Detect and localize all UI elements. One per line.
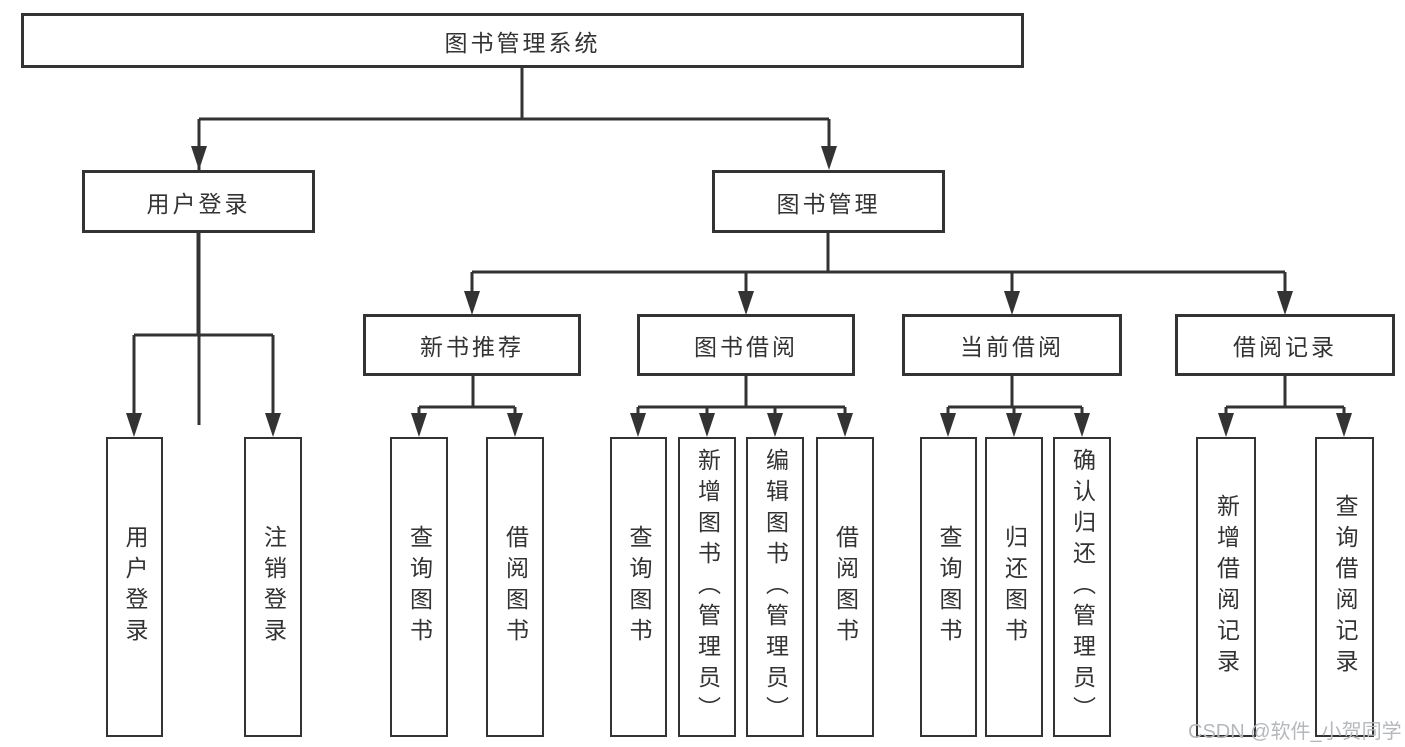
leaf-nbr-borrow-books-label: 借阅图书 xyxy=(502,525,529,649)
leaf-cb-return-books: 归还图书 xyxy=(985,437,1043,737)
leaf-cb-return-books-label: 归还图书 xyxy=(1001,525,1028,649)
node-book-borrowing-label: 图书借阅 xyxy=(694,334,798,360)
leaf-bb-add-books-admin-label: 新增图书（管理员） xyxy=(694,447,721,727)
leaf-bb-borrow-books: 借阅图书 xyxy=(816,437,874,737)
leaf-br-add-record-label: 新增借阅记录 xyxy=(1213,494,1240,680)
connector-book-mgmt-to-level3 xyxy=(470,233,1287,303)
leaf-br-query-record-label: 查询借阅记录 xyxy=(1332,494,1358,680)
leaf-nbr-query-books-label: 查询图书 xyxy=(406,525,433,649)
node-borrowing-records-label: 借阅记录 xyxy=(1233,334,1337,360)
leaf-bb-edit-books-admin: 编辑图书（管理员） xyxy=(746,437,804,737)
node-book-management-label: 图书管理 xyxy=(776,190,881,217)
leaf-user-login: 用户登录 xyxy=(106,437,163,737)
leaf-cb-query-books-label: 查询图书 xyxy=(936,525,962,649)
connector-new-book-rec-to-leaves xyxy=(417,376,517,426)
leaf-bb-edit-books-admin-label: 编辑图书（管理员） xyxy=(762,447,789,727)
connector-book-borrow-to-leaves xyxy=(636,376,847,426)
leaf-br-query-record: 查询借阅记录 xyxy=(1315,437,1374,737)
node-book-borrowing: 图书借阅 xyxy=(637,314,855,376)
leaf-cb-confirm-return-admin-label: 确认归还（管理员） xyxy=(1069,447,1096,727)
node-library-management-system-label: 图书管理系统 xyxy=(444,29,601,56)
connector-user-login-to-leaves xyxy=(132,233,275,425)
leaf-cb-query-books: 查询图书 xyxy=(920,437,977,737)
leaf-logout-login-label: 注销登录 xyxy=(260,525,287,649)
connector-borrow-record-to-leaves xyxy=(1224,376,1346,426)
node-current-borrowing-label: 当前借阅 xyxy=(960,334,1064,360)
node-book-management: 图书管理 xyxy=(712,170,945,233)
node-new-book-recommend-label: 新书推荐 xyxy=(420,334,524,360)
leaf-user-login-label: 用户登录 xyxy=(122,525,148,649)
node-new-book-recommend: 新书推荐 xyxy=(363,314,581,376)
leaf-bb-borrow-books-label: 借阅图书 xyxy=(832,525,859,649)
leaf-cb-confirm-return-admin: 确认归还（管理员） xyxy=(1053,437,1111,737)
leaf-nbr-query-books: 查询图书 xyxy=(390,437,448,737)
node-current-borrowing: 当前借阅 xyxy=(902,314,1122,376)
node-library-management-system: 图书管理系统 xyxy=(21,13,1024,68)
arrowheads xyxy=(126,146,1352,437)
leaf-bb-add-books-admin: 新增图书（管理员） xyxy=(678,437,736,737)
node-borrowing-records: 借阅记录 xyxy=(1175,314,1395,376)
leaf-logout-login: 注销登录 xyxy=(244,437,302,737)
node-user-login: 用户登录 xyxy=(82,170,315,233)
node-user-login-label: 用户登录 xyxy=(146,190,251,217)
watermark: CSDN @软件_小贺同学 xyxy=(1188,721,1402,743)
connector-root-to-level2 xyxy=(197,68,831,425)
leaf-br-add-record: 新增借阅记录 xyxy=(1196,437,1256,737)
leaf-bb-query-books: 查询图书 xyxy=(610,437,667,737)
leaf-nbr-borrow-books: 借阅图书 xyxy=(486,437,544,737)
leaf-bb-query-books-label: 查询图书 xyxy=(626,525,652,649)
